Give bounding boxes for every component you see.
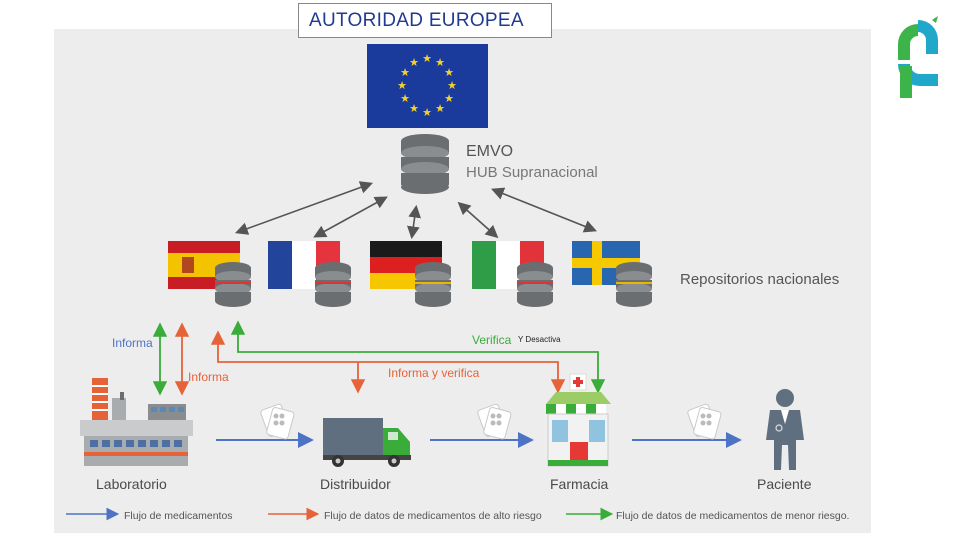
national-repositories-label: Repositorios nacionales (680, 271, 839, 288)
svg-text:★: ★ (409, 56, 419, 69)
svg-text:★: ★ (422, 52, 432, 65)
legend-blue-label: Flujo de medicamentos (124, 510, 233, 522)
desactiva-label: Y Desactiva (518, 335, 561, 344)
informa-verifica-label: Informa y verifica (388, 366, 480, 380)
hub-subtitle: HUB Supranacional (466, 164, 598, 181)
laboratory-icon (80, 378, 193, 466)
emvo-database-icon (401, 134, 449, 194)
svg-text:★: ★ (400, 92, 410, 105)
farmacia-label: Farmacia (550, 476, 609, 492)
laboratorio-label: Laboratorio (96, 476, 167, 492)
pills-icon (259, 402, 296, 441)
eu-flag-icon: ★★★ ★★★ ★★★ ★★★ (367, 44, 488, 128)
svg-text:★: ★ (435, 56, 445, 69)
hub-connections (234, 181, 597, 240)
svg-text:★: ★ (400, 66, 410, 79)
pharmacy-icon (546, 373, 611, 467)
legend: Flujo de medicamentos Flujo de datos de … (66, 507, 849, 522)
page-title: AUTORIDAD EUROPEA (298, 3, 552, 38)
legend-red-label: Flujo de datos de medicamentos de alto r… (324, 510, 542, 522)
svg-text:★: ★ (444, 66, 454, 79)
svg-text:★: ★ (435, 102, 445, 115)
legend-green-label: Flujo de datos de medicamentos de menor … (616, 510, 849, 522)
truck-icon (323, 418, 411, 467)
hub-name: EMVO (466, 143, 513, 160)
distribuidor-label: Distribuidor (320, 476, 391, 492)
svg-text:★: ★ (447, 79, 457, 92)
patient-icon (766, 389, 804, 470)
svg-text:★: ★ (444, 92, 454, 105)
brand-logo-icon (898, 16, 938, 98)
red-flow-lines (174, 322, 566, 396)
svg-text:★: ★ (397, 79, 407, 92)
svg-text:★: ★ (422, 106, 432, 119)
verifica-label: Verifica (472, 333, 512, 347)
svg-text:★: ★ (409, 102, 419, 115)
paciente-label: Paciente (757, 476, 812, 492)
informa-mid-label: Informa (188, 370, 229, 384)
informa-left-label: Informa (112, 336, 153, 350)
